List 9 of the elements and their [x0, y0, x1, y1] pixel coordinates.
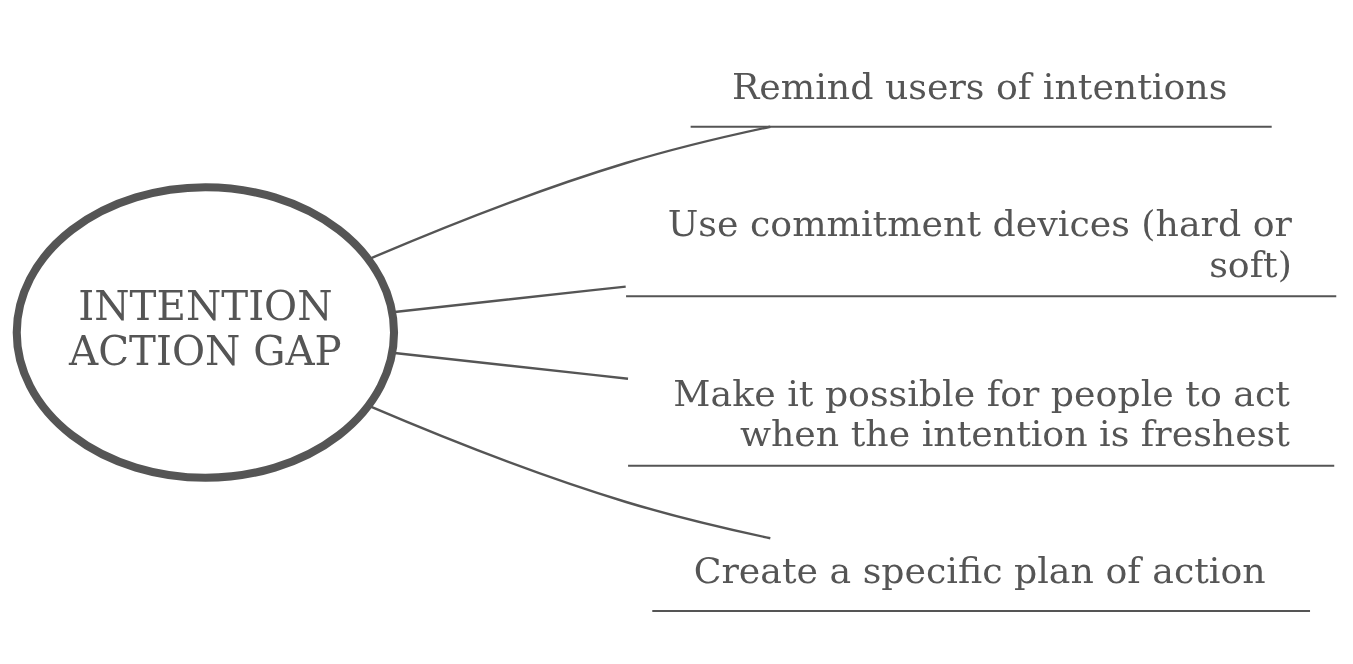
node-text: Create a specific plan of action	[693, 548, 1266, 592]
connector	[368, 125, 771, 260]
connector	[392, 351, 629, 380]
node-text: Use commitment devices (hard or soft)	[667, 201, 1292, 286]
connector	[392, 284, 626, 313]
node-text: Make it possible for people to act when the intention is freshest	[673, 371, 1290, 455]
node-ellipse: INTENTION ACTION GAP	[12, 182, 399, 482]
connector	[368, 404, 771, 539]
node-text: Remind users of intentions	[732, 64, 1228, 108]
